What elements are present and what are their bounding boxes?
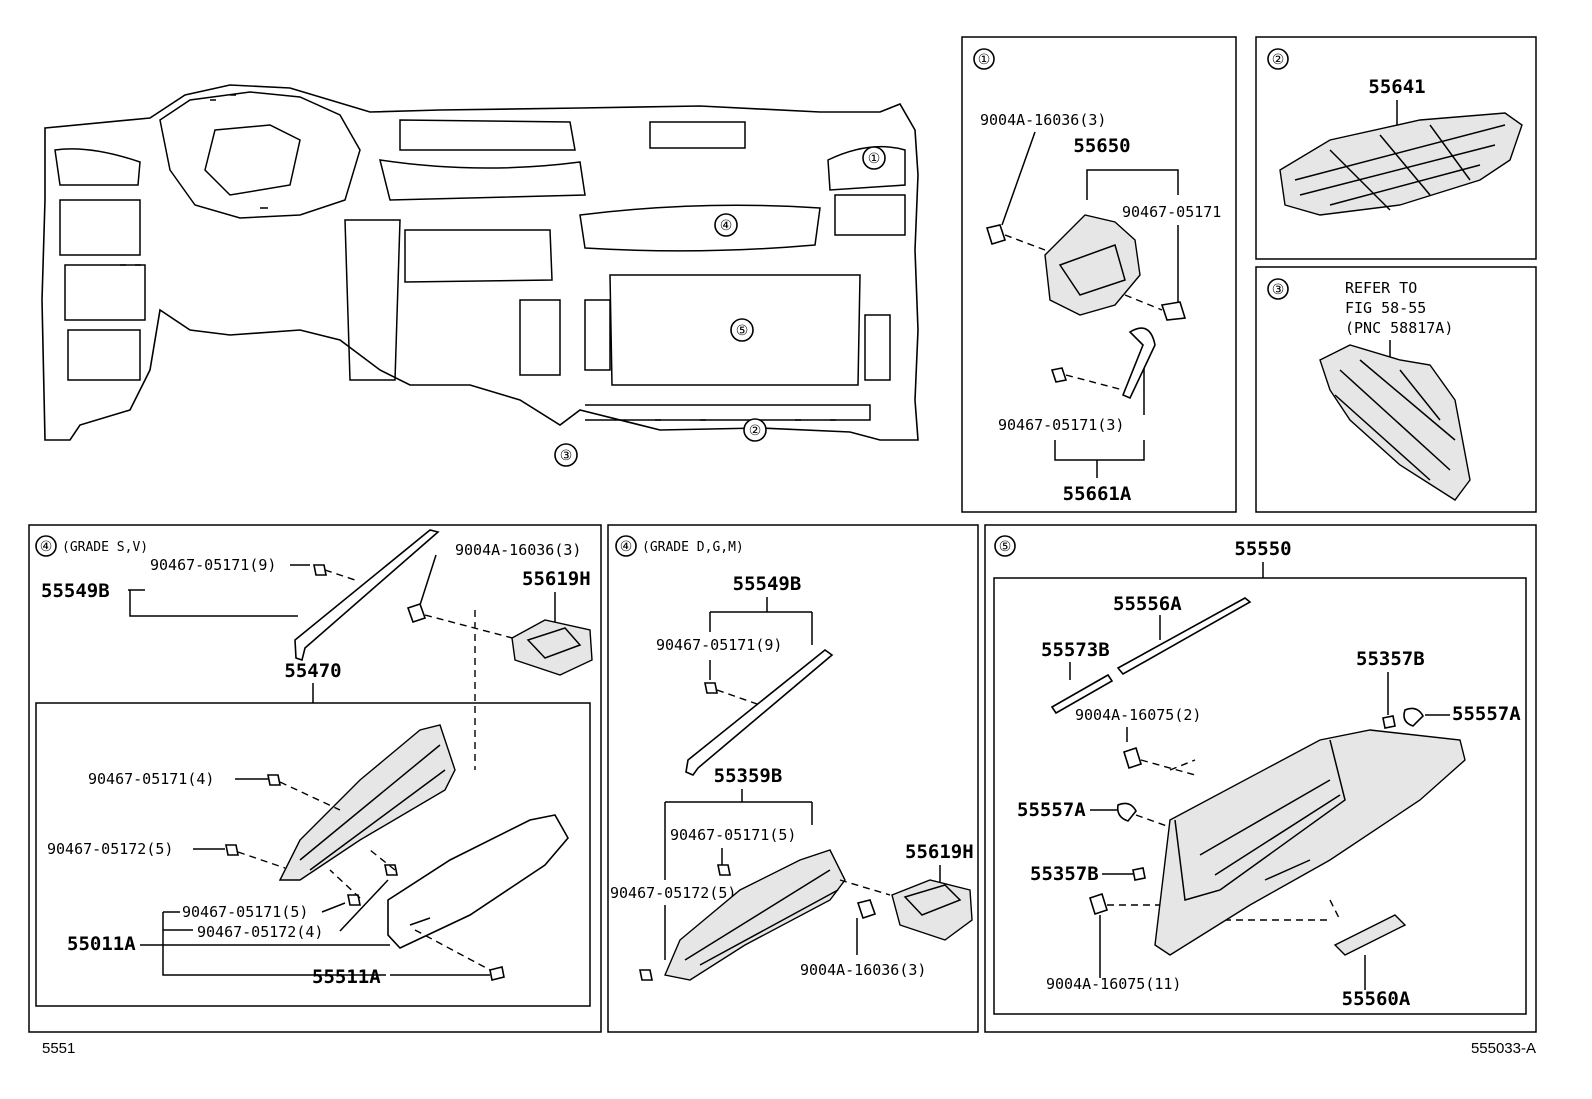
label-55549b-a: 55549B	[41, 580, 110, 602]
panel-4a-grade: (GRADE S,V)	[62, 540, 148, 555]
label-55011a: 55011A	[67, 933, 136, 955]
label-90467-05172-4: 90467-05172(4)	[197, 923, 323, 941]
panel-5: ⑤ 55550 55556A 55573B 55357B 9004A-16075…	[984, 524, 1537, 1033]
label-9004a-16036-3: 9004A-16036(3)	[980, 111, 1106, 129]
label-55470: 55470	[284, 660, 341, 682]
label-90467-05171-9-a: 90467-05171(9)	[150, 556, 276, 574]
panel-1: ① 9004A-16036(3) 55650 90467-05171 90467…	[961, 36, 1237, 513]
panel-4b-marker: ④	[620, 539, 633, 555]
panel-4b: ④ (GRADE D,G,M) 55549B 90467-05171(9) 55…	[607, 524, 979, 1033]
label-55359b: 55359B	[714, 765, 783, 787]
label-90467-05171-3: 90467-05171(3)	[998, 416, 1124, 434]
label-55573b: 55573B	[1041, 639, 1110, 661]
label-90467-05171-4: 90467-05171(4)	[88, 770, 214, 788]
label-55641: 55641	[1368, 76, 1425, 98]
panel-3-marker: ③	[1272, 282, 1285, 298]
dash-marker-1: ①	[868, 151, 881, 167]
label-9004a-16075-2: 9004A-16075(2)	[1075, 706, 1201, 724]
label-90467-05171-5-b: 90467-05171(5)	[670, 826, 796, 844]
refer-line-3: (PNC 58817A)	[1345, 319, 1453, 337]
label-55557a-left: 55557A	[1017, 799, 1086, 821]
label-55556a: 55556A	[1113, 593, 1182, 615]
refer-line-1: REFER TO	[1345, 279, 1417, 297]
label-55619h-b: 55619H	[905, 841, 974, 863]
dash-marker-3: ③	[560, 448, 573, 464]
label-90467-05172-5-b: 90467-05172(5)	[610, 884, 736, 902]
panel-3: ③ REFER TO FIG 58-55 (PNC 58817A)	[1255, 266, 1537, 513]
label-9004a-16036-3-a: 9004A-16036(3)	[455, 541, 581, 559]
label-90467-05171-9-b: 90467-05171(9)	[656, 636, 782, 654]
label-90467-05171: 90467-05171	[1122, 203, 1221, 221]
panel-1-marker: ①	[978, 52, 991, 68]
panel-2-marker: ②	[1272, 52, 1285, 68]
panel-4a: ④ (GRADE S,V) 90467-05171(9) 9004A-16036…	[28, 524, 602, 1033]
label-55557a-right: 55557A	[1452, 703, 1521, 725]
label-55560a: 55560A	[1342, 988, 1411, 1010]
panel-4a-marker: ④	[40, 539, 53, 555]
label-90467-05171-5-a: 90467-05171(5)	[182, 903, 308, 921]
panel-2: ② 55641	[1255, 36, 1537, 260]
footer-left: 5551	[42, 1040, 75, 1057]
label-9004a-16036-3-b: 9004A-16036(3)	[800, 961, 926, 979]
dashboard-assembly: ① ④ ⑤ ② ③	[41, 84, 919, 467]
label-55357b-bottom: 55357B	[1030, 863, 1099, 885]
label-55550: 55550	[1234, 538, 1291, 560]
label-55650: 55650	[1073, 135, 1130, 157]
panel-5-marker: ⑤	[999, 539, 1012, 555]
dash-marker-4: ④	[720, 218, 733, 234]
label-9004a-16075-11: 9004A-16075(11)	[1046, 975, 1181, 993]
label-90467-05172-5-a: 90467-05172(5)	[47, 840, 173, 858]
dash-marker-2: ②	[749, 423, 762, 439]
footer-right: 555033-A	[1471, 1040, 1536, 1057]
refer-line-2: FIG 58-55	[1345, 299, 1426, 317]
dash-marker-5: ⑤	[736, 323, 749, 339]
label-55511a: 55511A	[312, 966, 381, 988]
label-55619h-a: 55619H	[522, 568, 591, 590]
panel-4b-grade: (GRADE D,G,M)	[642, 540, 744, 555]
label-55549b-b: 55549B	[733, 573, 802, 595]
label-55661a: 55661A	[1063, 483, 1132, 505]
label-55357b-top: 55357B	[1356, 648, 1425, 670]
